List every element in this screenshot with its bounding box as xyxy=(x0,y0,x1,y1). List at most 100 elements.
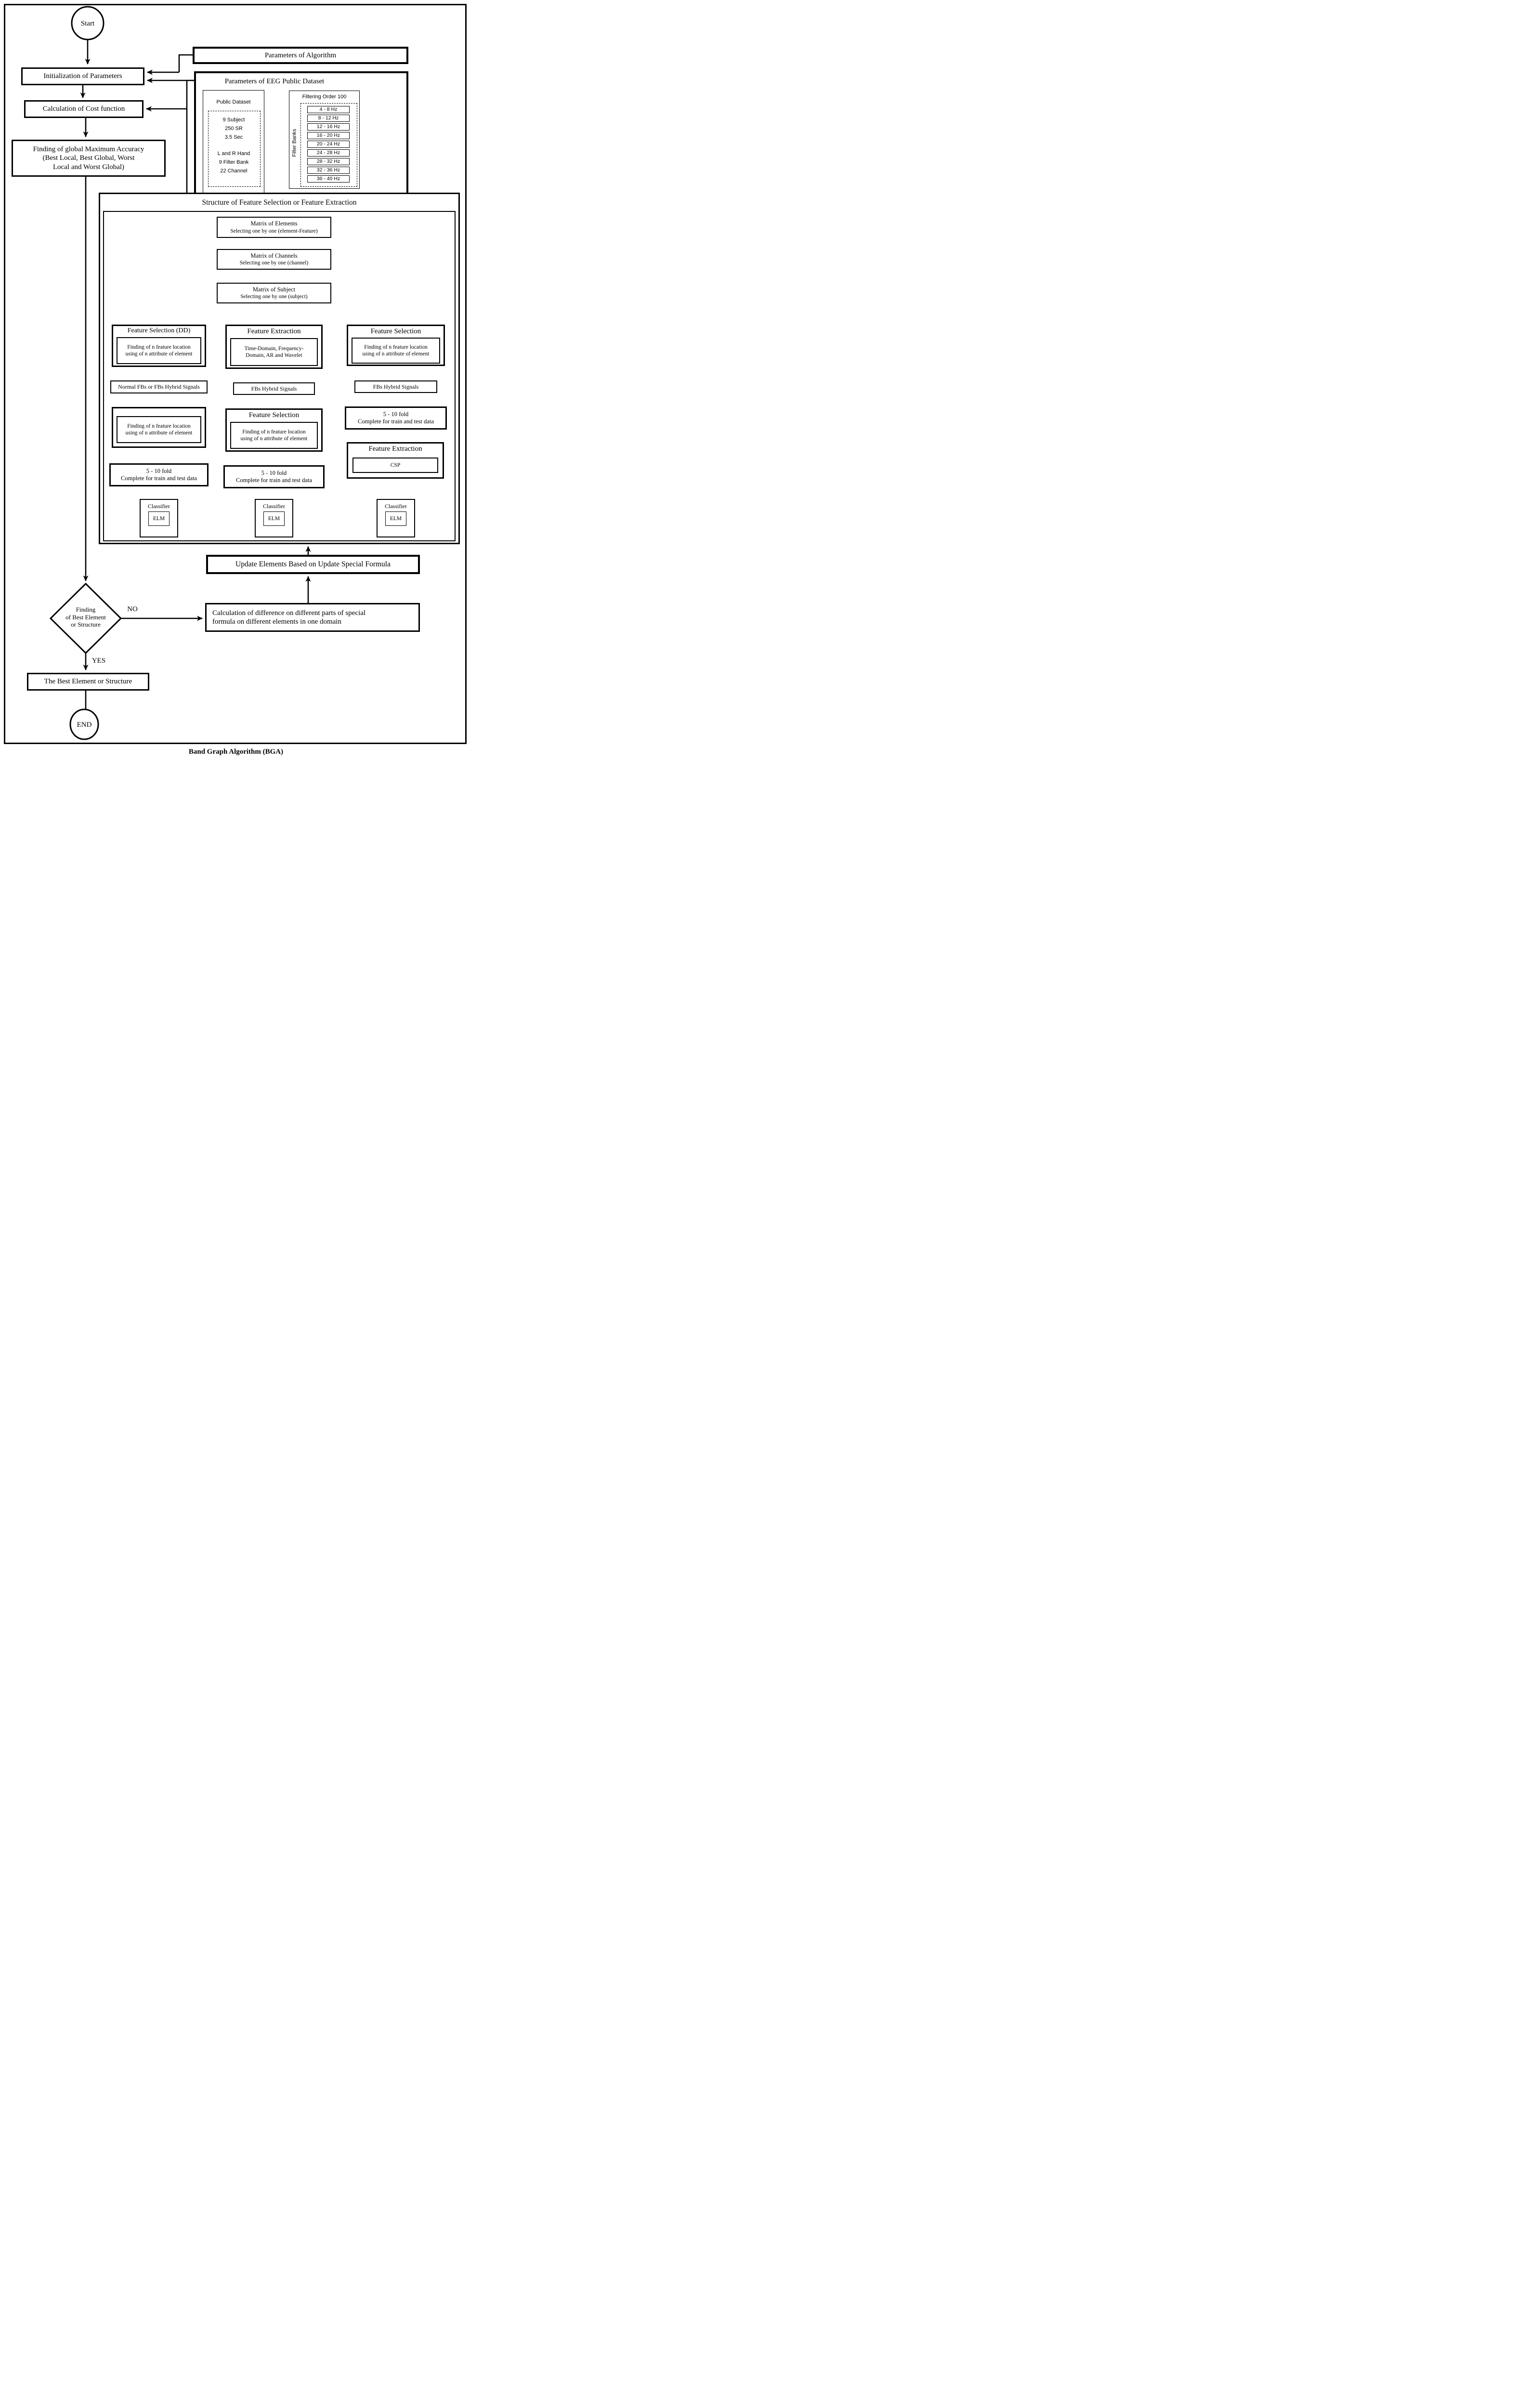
initialization-label: Initialization of Parameters xyxy=(43,72,122,80)
filter-band-label: 4 - 8 Hz xyxy=(319,106,338,113)
mid-elm-box: ELM xyxy=(263,511,285,526)
page-border xyxy=(4,4,467,744)
mid-fold-line1: 5 - 10 fold xyxy=(261,469,287,476)
decision-label: Finding of Best Element or Structure xyxy=(52,606,119,628)
fs-mid-inner-box: Finding of n feature location using of n… xyxy=(230,422,318,449)
filter-band-box: 20 - 24 Hz xyxy=(307,141,350,148)
public-dataset-params-top: 9 Subject 250 SR 3.5 Sec xyxy=(208,116,260,142)
right-fbs-box: FBs Hybrid Signals xyxy=(354,380,437,393)
left-fold-box: 5 - 10 fold Complete for train and test … xyxy=(109,463,209,486)
right-fold-box: 5 - 10 fold Complete for train and test … xyxy=(345,406,447,430)
figure-caption: Band Graph Algorithm (BGA) xyxy=(188,748,284,756)
filter-band-label: 32 - 36 Hz xyxy=(316,167,340,173)
normal-fbs-box: Normal FBs or FBs Hybrid Signals xyxy=(110,380,208,393)
public-dataset-title: Public Dataset xyxy=(216,99,251,105)
start-terminal-label: Start xyxy=(80,20,95,27)
fe-right-title: Feature Extraction xyxy=(368,445,422,453)
filter-band-label: 16 - 20 Hz xyxy=(316,132,340,139)
left-finding-line2: using of n attribute of element xyxy=(125,430,193,436)
pd-subjects: 9 Subject xyxy=(222,117,245,123)
left-fold-line2: Complete for train and test data xyxy=(121,475,197,482)
right-fbs-label: FBs Hybrid Signals xyxy=(373,383,419,390)
matrix-channels-box: Matrix of Channels Selecting one by one … xyxy=(217,249,331,270)
csp-label: CSP xyxy=(390,462,401,468)
calc-difference-line2: formula on different elements in one dom… xyxy=(212,618,341,626)
left-classifier-label: Classifier xyxy=(148,503,170,510)
end-terminal-shape xyxy=(69,708,99,740)
filter-band-label: 36 - 40 Hz xyxy=(316,176,340,182)
filter-band-box: 24 - 28 Hz xyxy=(307,149,350,157)
fe-mid-title: Feature Extraction xyxy=(247,327,301,335)
fs-mid-title: Feature Selection xyxy=(248,411,300,419)
calc-difference-line1: Calculation of difference on different p… xyxy=(212,609,366,617)
left-elm-box: ELM xyxy=(148,511,170,526)
left-finding-inner-box: Finding of n feature location using of n… xyxy=(117,416,201,443)
cost-function-label: Calculation of Cost function xyxy=(42,105,125,113)
fs-dd-finding-line1: Finding of n feature location xyxy=(127,344,191,350)
filter-band-box: 12 - 16 Hz xyxy=(307,123,350,131)
right-fold-line2: Complete for train and test data xyxy=(358,418,434,425)
right-classifier-label: Classifier xyxy=(385,503,407,510)
fe-mid-inner-box: Time-Domain, Frequency- Domain, AR and W… xyxy=(230,338,318,366)
decision-line3: or Structure xyxy=(71,621,101,628)
right-elm-label: ELM xyxy=(390,515,402,522)
fs-right-inner-box: Finding of n feature location using of n… xyxy=(352,338,440,364)
decision-yes-label: YES xyxy=(91,657,106,665)
global-maximum-box: Finding of global Maximum Accuracy (Best… xyxy=(12,140,166,177)
filter-band-box: 32 - 36 Hz xyxy=(307,167,350,174)
global-maximum-line1: Finding of global Maximum Accuracy xyxy=(33,145,144,154)
mid-classifier-label: Classifier xyxy=(263,503,285,510)
csp-box: CSP xyxy=(352,458,438,473)
fs-right-line2: using of n attribute of element xyxy=(362,351,430,357)
fs-dd-title: Feature Selection (DD) xyxy=(127,327,191,334)
parameters-algorithm-box: Parameters of Algorithm xyxy=(193,47,408,64)
left-finding-line1: Finding of n feature location xyxy=(127,423,191,429)
matrix-subject-title: Matrix of Subject xyxy=(252,286,296,293)
best-element-label: The Best Element or Structure xyxy=(44,678,132,686)
parameters-eeg-title: Parameters of EEG Public Dataset xyxy=(224,78,325,85)
left-fold-line1: 5 - 10 fold xyxy=(146,467,172,474)
update-elements-box: Update Elements Based on Update Special … xyxy=(206,555,420,574)
matrix-subject-box: Matrix of Subject Selecting one by one (… xyxy=(217,283,331,303)
fs-mid-line2: using of n attribute of element xyxy=(240,436,308,442)
normal-fbs-label: Normal FBs or FBs Hybrid Signals xyxy=(118,383,200,391)
public-dataset-box xyxy=(203,90,264,204)
update-elements-label: Update Elements Based on Update Special … xyxy=(235,560,391,568)
flowchart-band-graph-algorithm: Start END Initialization of Parameters C… xyxy=(0,0,472,760)
filter-band-label: 12 - 16 Hz xyxy=(316,124,340,130)
cost-function-box: Calculation of Cost function xyxy=(24,100,143,118)
filter-band-label: 8 - 12 Hz xyxy=(318,115,339,121)
filter-band-box: 36 - 40 Hz xyxy=(307,175,350,183)
filter-banks-side-label: Filter Banks xyxy=(291,129,298,157)
matrix-elements-subtitle: Selecting one by one (element-Feature) xyxy=(230,228,318,234)
fe-mid-line2: Domain, AR and Wavelet xyxy=(246,353,302,358)
mid-fbs-box: FBs Hybrid Signals xyxy=(233,382,315,395)
pd-filter-bank: 9 Filter Bank xyxy=(219,159,249,166)
right-elm-box: ELM xyxy=(385,511,406,526)
fs-dd-finding-line2: using of n attribute of element xyxy=(125,351,193,357)
public-dataset-params-bottom: L and R Hand 9 Filter Bank 22 Channel xyxy=(208,149,260,175)
filter-band-box: 8 - 12 Hz xyxy=(307,115,350,122)
global-maximum-line3: Local and Worst Global) xyxy=(52,163,125,171)
filter-band-label: 20 - 24 Hz xyxy=(316,141,340,147)
feedback-connectors xyxy=(121,546,311,621)
filter-band-label: 24 - 28 Hz xyxy=(316,150,340,156)
fs-right-title: Feature Selection xyxy=(370,327,421,335)
matrix-elements-box: Matrix of Elements Selecting one by one … xyxy=(217,217,331,238)
public-dataset-dashed-box xyxy=(208,111,261,187)
pd-sample-rate: 250 SR xyxy=(225,126,243,132)
parameters-algorithm-label: Parameters of Algorithm xyxy=(264,51,337,59)
decision-no-label: NO xyxy=(127,605,138,613)
filter-band-label: 28 - 32 Hz xyxy=(316,158,340,165)
mid-fold-box: 5 - 10 fold Complete for train and test … xyxy=(223,465,325,488)
calc-difference-box: Calculation of difference on different p… xyxy=(205,603,420,632)
filter-band-box: 4 - 8 Hz xyxy=(307,106,350,113)
filter-band-box: 16 - 20 Hz xyxy=(307,132,350,139)
pd-hands: L and R Hand xyxy=(217,151,250,157)
fs-right-line1: Finding of n feature location xyxy=(364,344,428,350)
end-terminal-label: END xyxy=(77,721,92,729)
filter-band-box: 28 - 32 Hz xyxy=(307,158,350,165)
filter-banks-dashed-box xyxy=(300,103,357,187)
right-fold-line1: 5 - 10 fold xyxy=(383,410,409,418)
mid-classifier-box: Classifier xyxy=(255,499,293,537)
